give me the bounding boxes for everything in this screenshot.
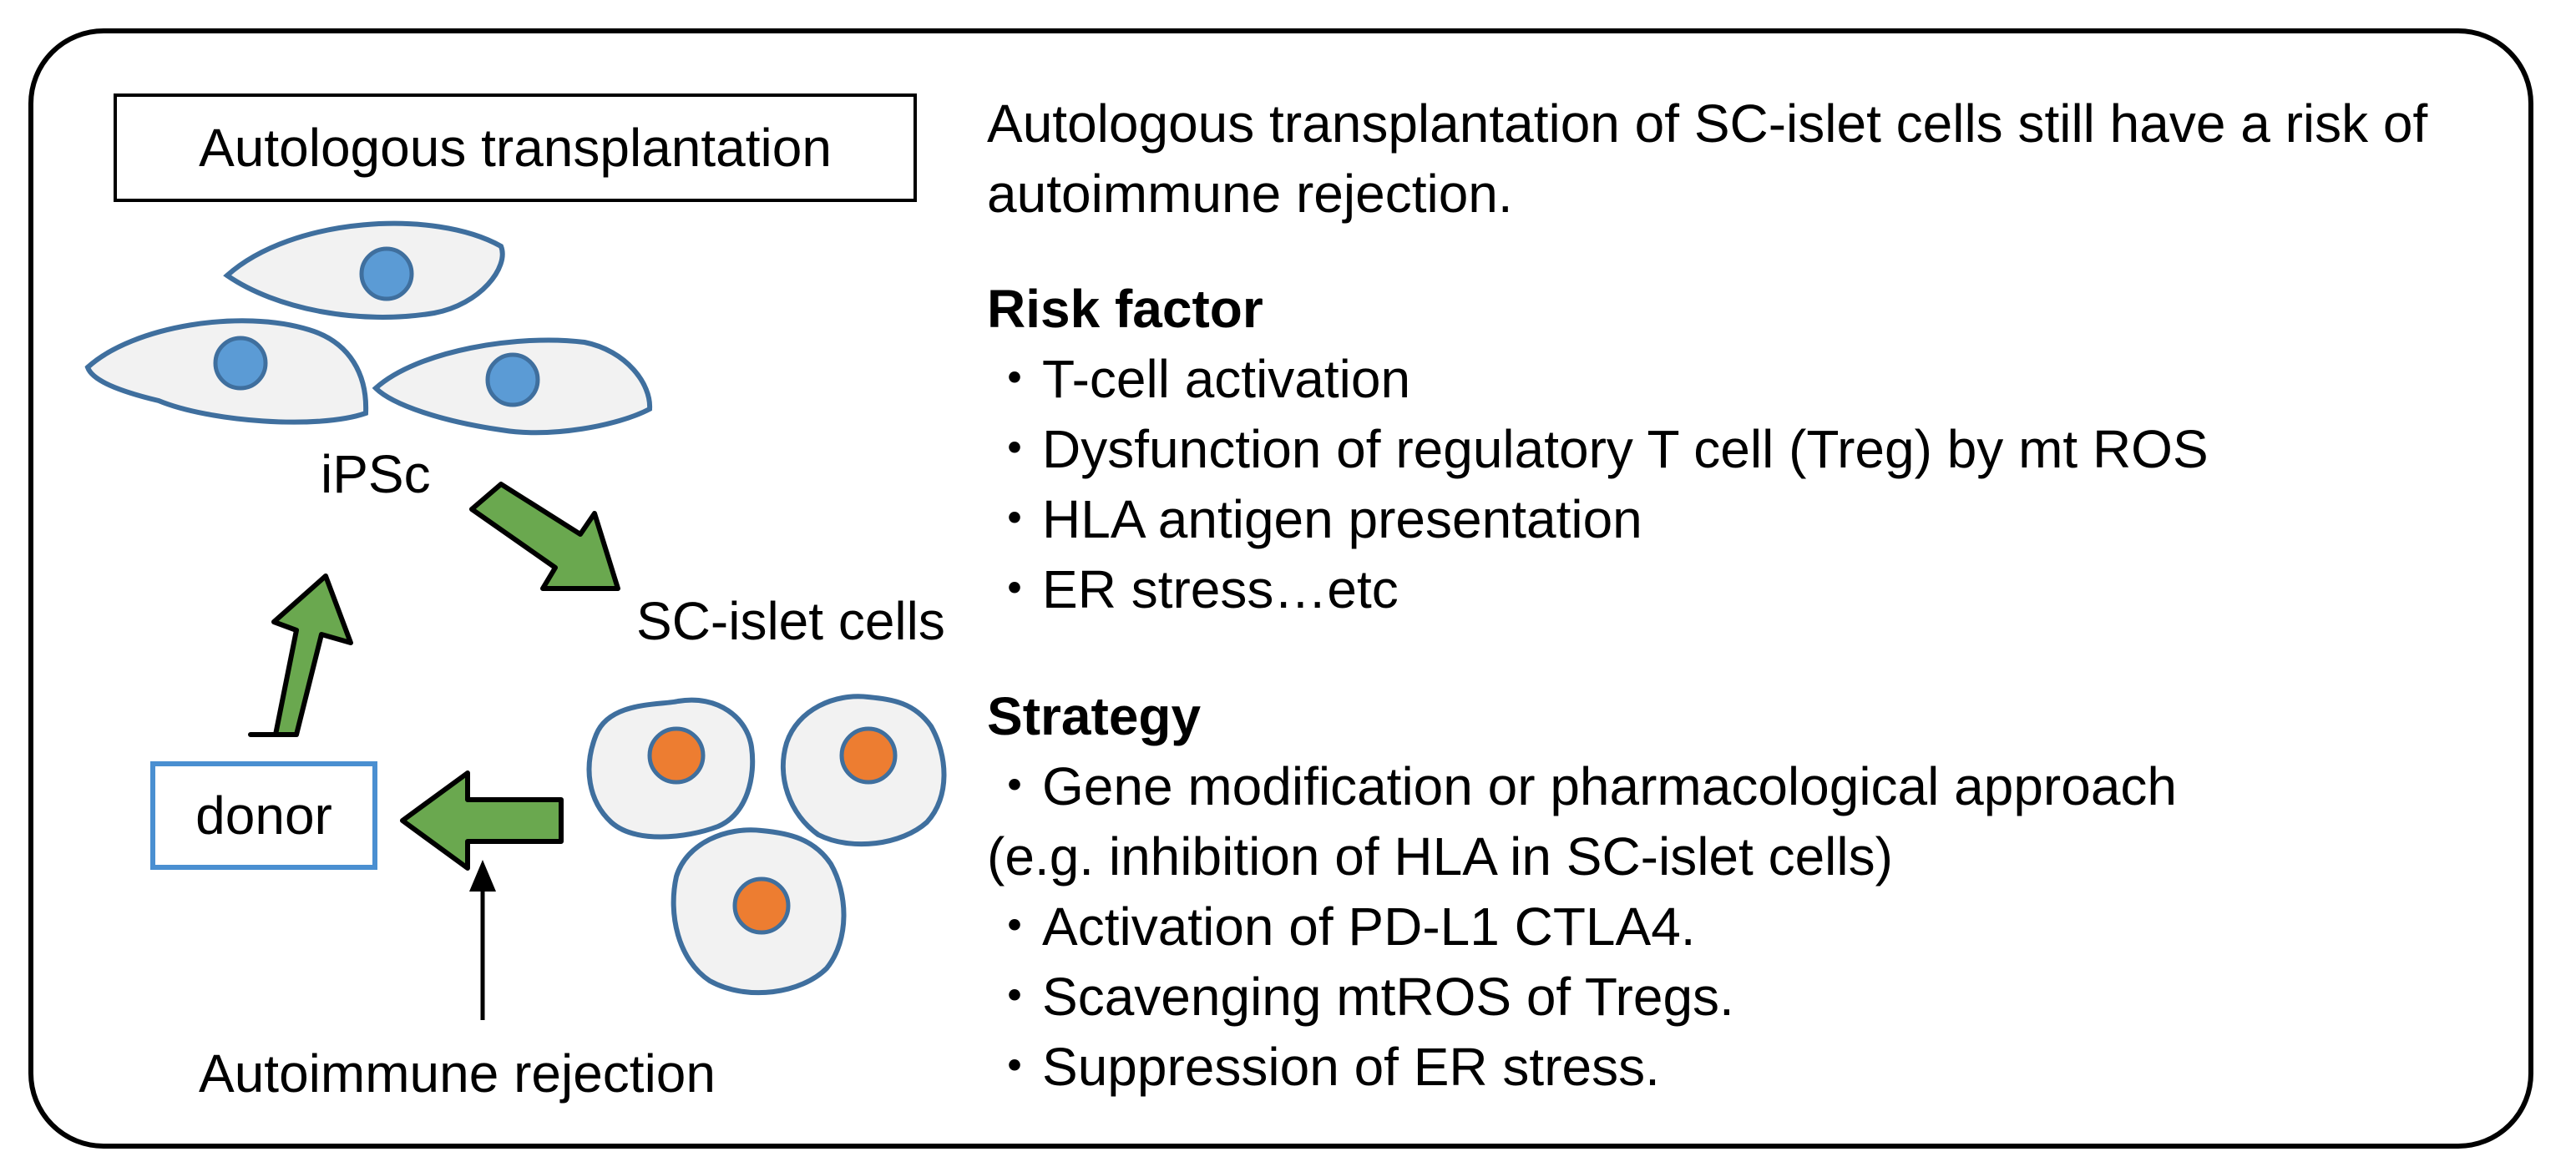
bullet-mark: ・: [988, 897, 1041, 957]
bullet-mark: ・: [988, 1037, 1041, 1097]
arrow-islet-to-donor: [400, 770, 564, 871]
ipsc-cell: [223, 220, 505, 320]
risk-section: Risk factor ・T-cell activation ・Dysfunct…: [987, 274, 2523, 624]
strategy-item: ・Suppression of ER stress.: [987, 1032, 2523, 1102]
islet-nucleus: [732, 876, 791, 935]
bullet-mark: ・: [988, 419, 1041, 479]
bullet-mark: ・: [988, 967, 1041, 1027]
strategy-note: (e.g. inhibition of HLA in SC-islet cell…: [987, 821, 2523, 892]
strategy-list: ・Gene modification or pharmacological ap…: [987, 751, 2523, 1102]
bullet-mark: ・: [988, 756, 1041, 816]
islet-cell: [586, 697, 756, 840]
risk-heading: Risk factor: [987, 279, 1263, 339]
ipsc-nucleus: [213, 336, 268, 391]
strategy-item-text: Activation of PD-L1 CTLA4.: [1042, 897, 1696, 957]
risk-item-text: HLA antigen presentation: [1042, 489, 1642, 549]
risk-item: ・HLA antigen presentation: [987, 484, 2523, 554]
rejection-arrow: [469, 860, 496, 1020]
outer-frame: [28, 28, 2533, 1149]
ipsc-label: iPSc: [321, 444, 431, 504]
islet-cell: [671, 827, 847, 996]
strategy-item-text: Scavenging mtROS of Tregs.: [1042, 967, 1734, 1027]
intro-text: Autologous transplantation of SC-islet c…: [987, 93, 2428, 224]
islet-nucleus: [647, 726, 706, 785]
ipsc-cell: [372, 337, 653, 436]
donor-box: donor: [150, 761, 377, 870]
ipsc-nucleus: [485, 352, 540, 407]
risk-item-text: Dysfunction of regulatory T cell (Treg) …: [1042, 419, 2209, 479]
strategy-heading: Strategy: [987, 686, 1202, 746]
bullet-mark: ・: [988, 559, 1041, 619]
right-panel: Autologous transplantation of SC-islet c…: [987, 88, 2523, 1102]
risk-item-text: T-cell activation: [1042, 349, 1411, 409]
strategy-item: ・Activation of PD-L1 CTLA4.: [987, 892, 2523, 962]
strategy-item: ・Scavenging mtROS of Tregs.: [987, 962, 2523, 1032]
bullet-mark: ・: [988, 489, 1041, 549]
arrow-ipsc-to-islet: [469, 482, 620, 591]
bullet-mark: ・: [988, 349, 1041, 409]
strategy-note-text: (e.g. inhibition of HLA in SC-islet cell…: [987, 826, 1893, 887]
strategy-item-text: Gene modification or pharmacological app…: [1042, 756, 2177, 816]
risk-item: ・T-cell activation: [987, 344, 2523, 414]
strategy-item-text: Suppression of ER stress.: [1042, 1037, 1660, 1097]
donor-label: donor: [195, 786, 332, 846]
islet-nucleus: [839, 726, 898, 785]
arrow-donor-to-ipsc: [248, 573, 353, 737]
ipsc-nucleus: [359, 246, 414, 301]
sc-islet-label: SC-islet cells: [636, 591, 945, 651]
risk-item: ・ER stress…etc: [987, 554, 2523, 624]
title-box: Autologous transplantation: [114, 93, 917, 202]
strategy-section: Strategy ・Gene modification or pharmacol…: [987, 681, 2523, 1102]
islet-cell: [780, 694, 947, 847]
title-label: Autologous transplantation: [199, 118, 832, 178]
rejection-label: Autoimmune rejection: [199, 1043, 716, 1104]
strategy-item: ・Gene modification or pharmacological ap…: [987, 751, 2523, 821]
risk-list: ・T-cell activation ・Dysfunction of regul…: [987, 344, 2523, 624]
ipsc-cell: [84, 318, 369, 425]
risk-item-text: ER stress…etc: [1042, 559, 1399, 619]
risk-item: ・Dysfunction of regulatory T cell (Treg)…: [987, 414, 2523, 484]
